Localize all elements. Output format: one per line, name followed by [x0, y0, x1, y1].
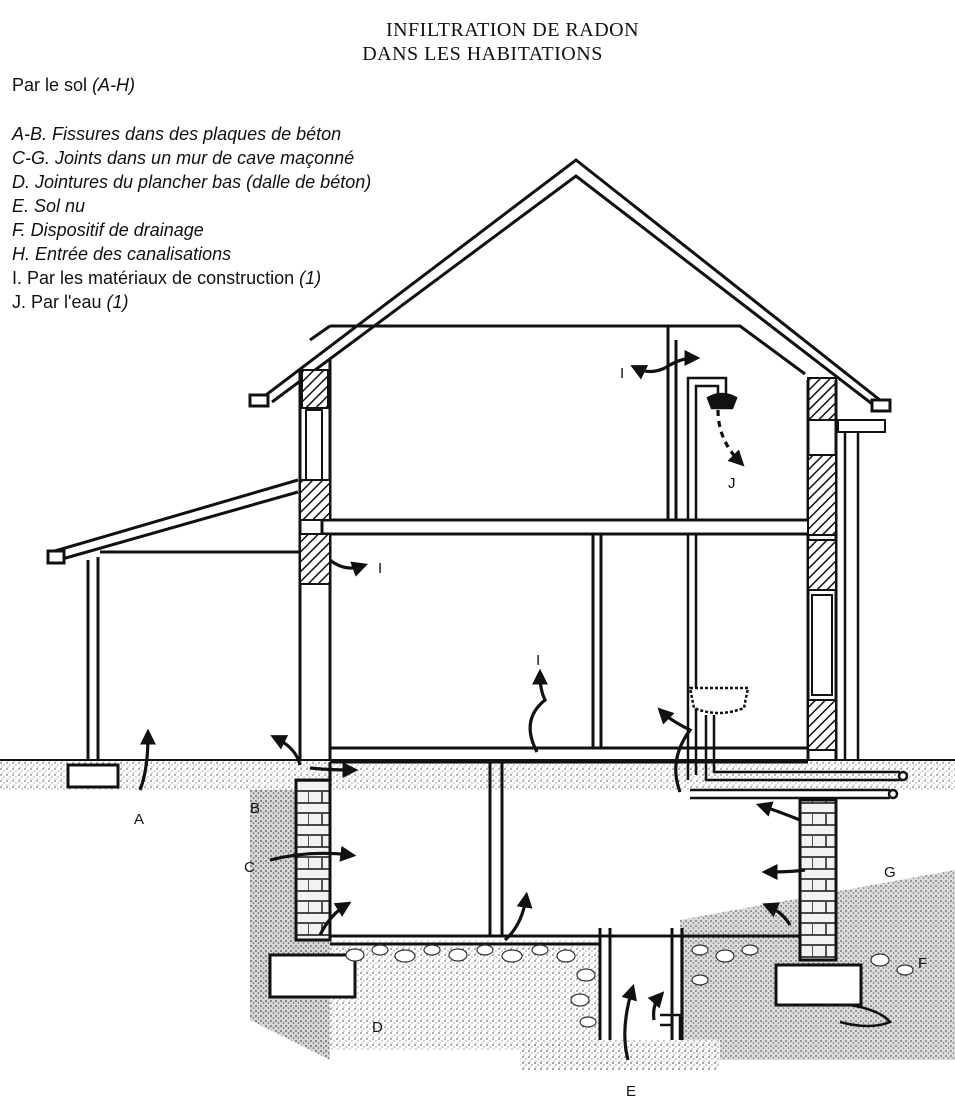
arrow-b-up: [270, 735, 302, 766]
label-i-mid: I: [536, 652, 540, 669]
legend-item-e: E. Sol nu: [12, 196, 86, 216]
arrow-h: [647, 991, 665, 1021]
plumbing: [660, 376, 909, 1040]
legend-item-d: D. Jointures du plancher bas (dalle de b…: [12, 172, 372, 192]
label-f: F: [918, 955, 927, 972]
legend-list: A-B. Fissures dans des plaques de béton …: [12, 122, 371, 314]
roof: [248, 158, 892, 413]
walls: [298, 326, 838, 764]
intro-range: (A-H): [92, 75, 136, 95]
arrow-g: [761, 863, 806, 880]
label-i-left: I: [378, 560, 382, 577]
label-b: B: [250, 800, 260, 817]
arrow-i-mid: [528, 668, 549, 753]
arrow-b-right: [309, 761, 359, 778]
legend-item-j: J. Par l'eau (1): [12, 292, 129, 312]
soil: [0, 759, 955, 1070]
diagram-title: INFILTRATION DE RADON DANS LES HABITATIO…: [0, 18, 955, 66]
label-c: C: [244, 859, 255, 876]
legend-item-a-b: A-B. Fissures dans des plaques de béton: [12, 124, 342, 144]
legend-item-c-g: C-G. Joints dans un mur de cave maçonné: [12, 148, 355, 168]
label-j: J: [728, 475, 736, 492]
arrow-c: [269, 845, 357, 862]
title-line-1: INFILTRATION DE RADON: [385, 19, 640, 41]
gravel: [345, 944, 914, 1028]
arrow-d-left: [318, 901, 352, 936]
label-d: D: [372, 1019, 383, 1036]
arrow-i-top-left: [630, 365, 666, 380]
intro-line: Par le sol (A-H): [12, 75, 135, 96]
arrow-i-left: [329, 558, 369, 577]
arrow-e: [621, 983, 637, 1061]
title-line-2: DANS LES HABITATIONS: [362, 43, 603, 65]
arrow-i-top-right: [664, 350, 701, 370]
label-i-top: I: [620, 365, 624, 382]
arrow-pipe: [755, 801, 801, 822]
label-g: G: [884, 864, 896, 881]
legend-item-h: H. Entrée des canalisations: [12, 244, 232, 264]
radon-arrows: [138, 350, 806, 1061]
arrow-j: [716, 409, 745, 467]
intro-text: Par le sol: [12, 75, 88, 95]
legend-item-i: I. Par les matériaux de construction (1): [12, 268, 322, 288]
label-a: A: [134, 811, 144, 828]
porch: [46, 478, 300, 789]
arrow-a: [138, 728, 156, 791]
arrow-f: [762, 902, 792, 926]
arrow-d-mid: [503, 891, 533, 942]
arrow-mid-right: [657, 707, 693, 793]
label-e: E: [626, 1083, 636, 1100]
legend-item-f: F. Dispositif de drainage: [12, 220, 204, 240]
basement: [268, 762, 893, 1040]
